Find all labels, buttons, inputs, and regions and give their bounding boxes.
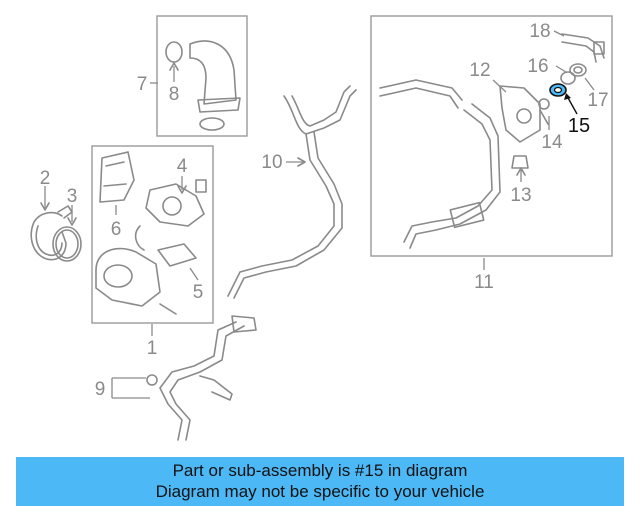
callout-15: 15 [568, 115, 590, 137]
part-7-elbow [150, 40, 241, 131]
box-part-7-group [156, 15, 248, 137]
part-9-pipe [111, 315, 257, 441]
part-16-17-seals [555, 63, 595, 91]
callout-8: 8 [169, 84, 180, 105]
callout-13: 13 [510, 185, 531, 206]
box-part-11-group [370, 15, 613, 257]
part-12-valve [492, 79, 541, 143]
callout-16: 16 [527, 56, 548, 77]
callout-18: 18 [529, 21, 550, 42]
callout-9: 9 [95, 379, 106, 400]
part-14-bolt [538, 98, 550, 130]
callout-5: 5 [193, 282, 204, 303]
callout-17: 17 [587, 90, 608, 111]
callout-4: 4 [177, 156, 188, 177]
banner-line-part: Part or sub-assembly is #15 in diagram [172, 461, 468, 480]
callout-2: 2 [40, 168, 51, 189]
part-4-housing [145, 176, 207, 227]
info-banner: Part or sub-assembly is #15 in diagram D… [16, 457, 624, 506]
callout-12: 12 [469, 60, 490, 81]
part-5-gasket [95, 225, 199, 315]
box-part-1-group [91, 145, 214, 324]
callout-7: 7 [137, 74, 148, 95]
part-2-clamp [30, 186, 73, 261]
callout-11: 11 [474, 272, 494, 293]
callout-10: 10 [261, 152, 282, 173]
part-18-pipe [553, 30, 605, 63]
banner-line-disclaimer: Diagram may not be specific to your vehi… [155, 482, 485, 501]
callout-14: 14 [541, 132, 563, 153]
part-6-bracket [99, 151, 135, 215]
callout-1: 1 [147, 338, 158, 359]
part-10-hose [227, 85, 357, 299]
parts-diagram: 1 2 3 4 5 6 7 8 9 10 11 12 13 14 15 16 1… [30, 15, 613, 441]
callout-6: 6 [111, 219, 122, 240]
part-13-fitting [511, 155, 529, 182]
part-15-seal-highlighted [549, 83, 578, 115]
callout-3: 3 [67, 186, 78, 207]
part-11-hoses [379, 79, 501, 249]
part-3-oring [52, 205, 82, 262]
